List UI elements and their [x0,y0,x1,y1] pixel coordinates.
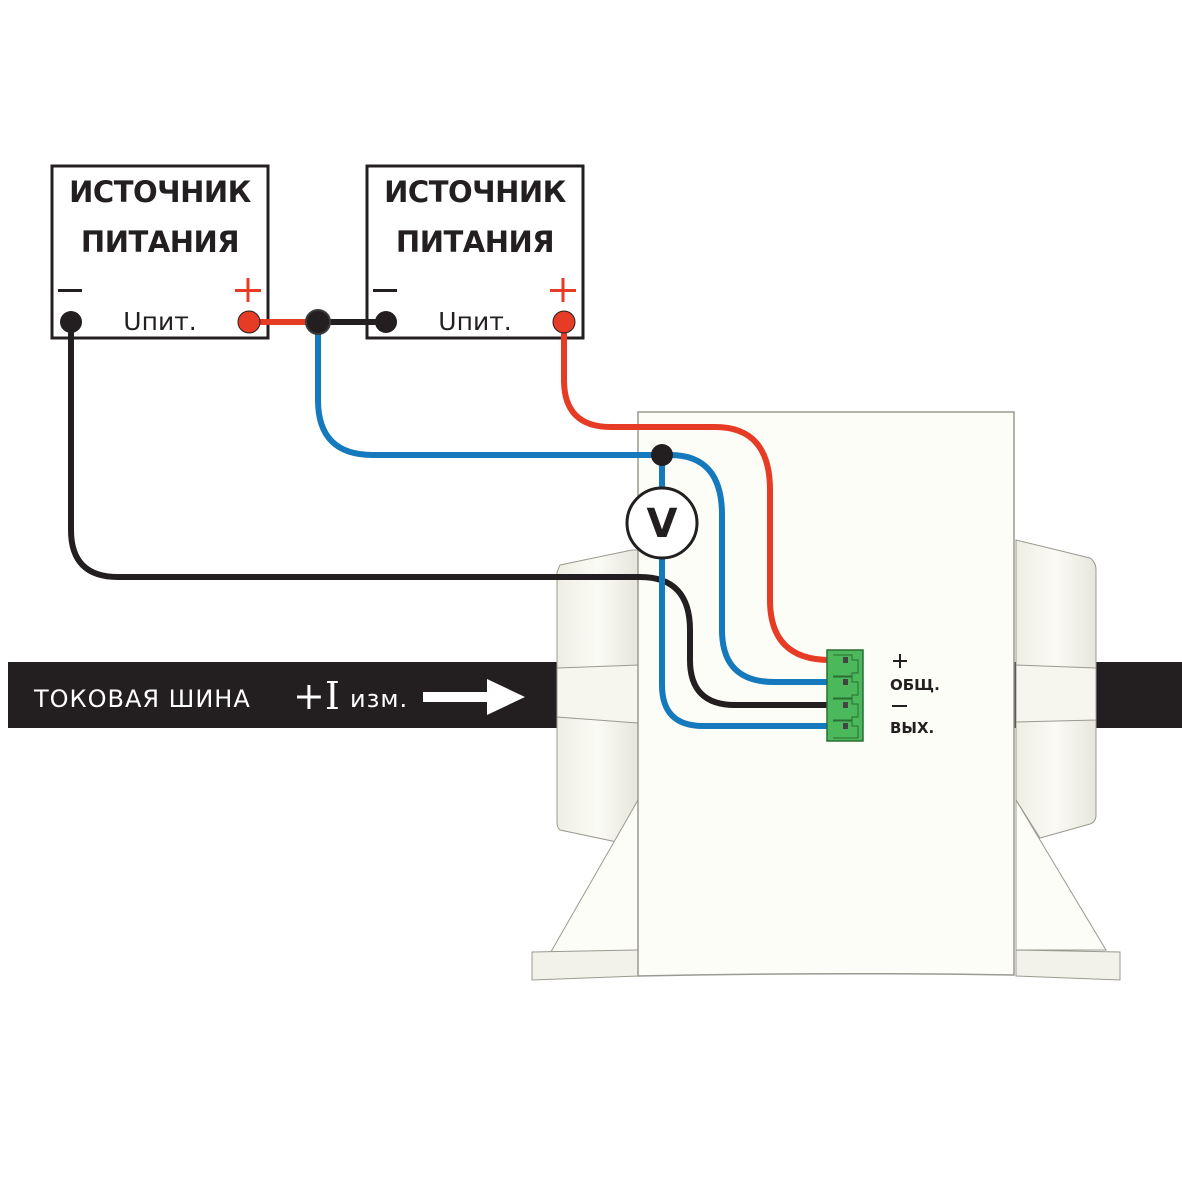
device-right-flange [1015,539,1121,981]
power-supply-2-voltage-label: Uпит. [438,307,511,336]
pin-minus-sign [892,705,907,707]
blue-wire-output-pin [659,452,848,729]
current-suffix: изм. [350,685,408,713]
voltmeter-junction-node [651,444,673,466]
power-supply-1-voltage-label: Uпит. [123,307,196,336]
power-supply-2: ИСТОЧНИК ПИТАНИЯ Uпит. [365,164,585,340]
pin-label-common: ОБЩ. [890,676,940,694]
red-wire-supply-plus [561,319,848,663]
power-supply-2-plus-terminal[interactable] [552,310,576,334]
power-supply-2-title-line2: ПИТАНИЯ [396,225,554,259]
pin-label-output: ВЫХ. [890,719,934,737]
pin-plus-sign-v [899,654,901,668]
terminal-connector[interactable] [826,649,864,742]
power-supply-2-title-line1: ИСТОЧНИК [384,175,566,209]
power-supply-1: ИСТОЧНИК ПИТАНИЯ Uпит. [50,164,270,340]
device-body [637,411,1015,977]
device-left-flange [531,549,639,981]
bus-bar-label: ТОКОВАЯ ШИНА [33,685,251,713]
blue-wire-common-pin [659,452,848,685]
voltmeter: V [625,486,699,560]
blue-wire-midpoint [315,319,665,458]
power-supply-1-title-line1: ИСТОЧНИК [69,175,251,209]
connector-pin-labels: ОБЩ. ВЫХ. [890,654,940,737]
current-symbol: +I [293,674,340,718]
series-junction-node [305,309,331,335]
current-direction-arrow-icon [423,679,525,715]
power-supply-2-minus-terminal[interactable] [375,311,397,333]
power-supply-2-minus-sign [373,289,397,292]
power-supply-1-minus-sign [58,289,82,292]
power-supply-1-plus-terminal[interactable] [237,310,261,334]
power-supply-1-title-line2: ПИТАНИЯ [81,225,239,259]
power-supply-1-minus-terminal[interactable] [60,311,82,333]
power-supply-2-plus-sign [550,278,576,302]
voltmeter-label: V [647,501,678,547]
black-wire-common [68,319,848,708]
power-supply-1-plus-sign [235,278,261,302]
